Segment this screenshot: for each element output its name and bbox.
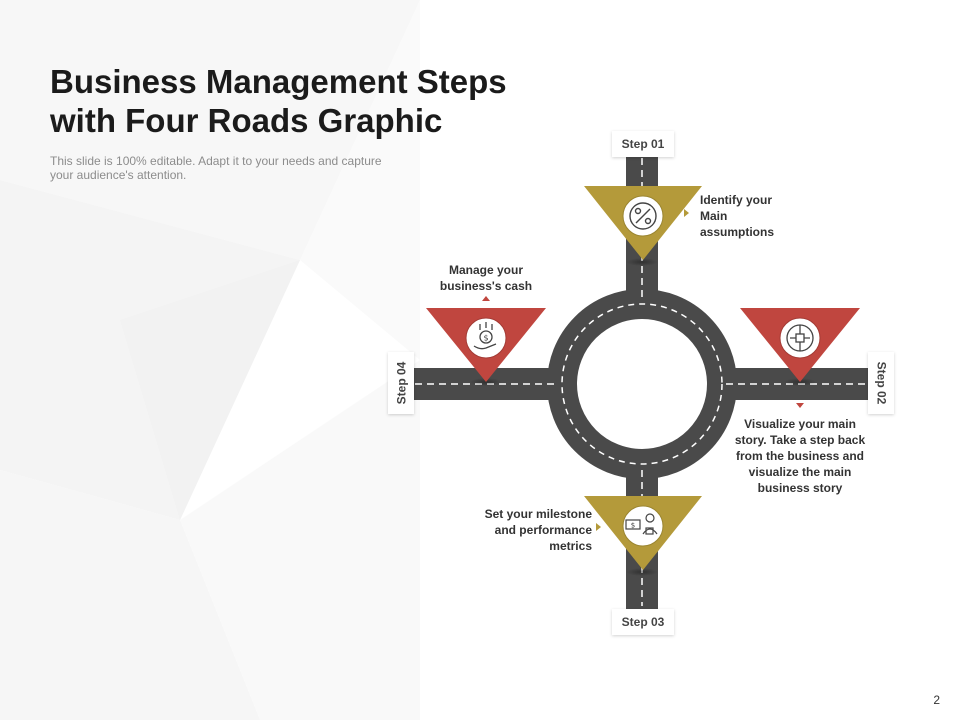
step-04-pointer xyxy=(482,296,490,301)
step-01-marker xyxy=(584,186,702,260)
money-person-icon: $ xyxy=(625,513,658,535)
step-02-pointer xyxy=(796,403,804,408)
title-line-2: with Four Roads Graphic xyxy=(50,102,443,139)
step-02-description: Visualize your main story. Take a step b… xyxy=(734,417,866,495)
subtitle-line-1: This slide is 100% editable. Adapt it to… xyxy=(50,154,382,168)
step-04-description: Manage your business's cash xyxy=(439,263,533,293)
step-03-description: Set your milestone and performance metri… xyxy=(484,507,592,553)
step-04-label: Step 04 xyxy=(388,352,414,414)
slide-title: Business Management Steps with Four Road… xyxy=(50,62,610,140)
step-03-label: Step 03 xyxy=(612,609,674,635)
step-03-marker: $ xyxy=(584,496,702,570)
svg-text:$: $ xyxy=(631,522,635,530)
slide-subtitle: This slide is 100% editable. Adapt it to… xyxy=(50,154,410,182)
presentation-icon xyxy=(786,324,814,352)
step-04-marker: $ xyxy=(426,308,546,382)
subtitle-line-2: your audience's attention. xyxy=(50,168,187,182)
step-03-pointer xyxy=(596,523,601,531)
step-02-label: Step 02 xyxy=(868,352,894,414)
step-01-description: Identify your Main assumptions xyxy=(700,193,775,239)
step-01-pointer xyxy=(684,209,689,217)
percent-icon xyxy=(629,202,657,230)
step-02-marker xyxy=(740,308,860,382)
page-number: 2 xyxy=(933,693,940,707)
money-hand-icon: $ xyxy=(473,322,497,350)
roundabout xyxy=(547,289,737,479)
step-01-label: Step 01 xyxy=(612,131,674,157)
svg-text:$: $ xyxy=(483,334,488,343)
title-line-1: Business Management Steps xyxy=(50,63,507,100)
